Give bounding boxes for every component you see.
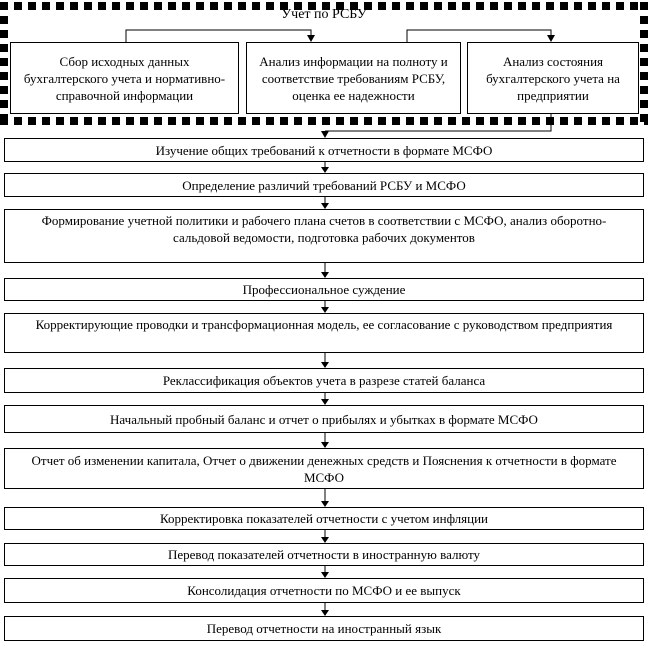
group-box-source-data: Сбор исходных данных бухгалтерского учет… [10,42,239,114]
group-title: Учет по РСБУ [281,7,367,22]
step-box-3: Формирование учетной политики и рабочего… [4,209,644,263]
group-dashed-border-top [0,2,648,10]
group-dashed-border-right [640,2,648,125]
arrowhead-group2 [307,35,315,42]
group-dashed-border-bottom [0,117,648,125]
step-box-8: Отчет об изменении капитала, Отчет о дви… [4,448,644,489]
step-box-7: Начальный пробный баланс и отчет о прибы… [4,405,644,433]
step-box-12: Перевод отчетности на иностранный язык [4,616,644,641]
step-box-11: Консолидация отчетности по МСФО и ее вып… [4,578,644,603]
step-box-6: Реклассификация объектов учета в разрезе… [4,368,644,393]
connector-group2-to-group3 [406,29,552,42]
step-box-10: Перевод показателей отчетности в иностра… [4,543,644,566]
step-box-1: Изучение общих требований к отчетности в… [4,138,644,162]
group-dashed-border-left [0,2,8,125]
step-box-2: Определение различий требований РСБУ и М… [4,173,644,197]
arrowhead-step1 [321,131,329,138]
group-box-accounting-state: Анализ состояния бухгалтерского учета на… [467,42,639,114]
group-box-info-analysis: Анализ информации на полноту и соответст… [246,42,461,114]
connector-group1-to-group2 [125,29,312,42]
step-box-5: Корректирующие проводки и трансформацион… [4,313,644,353]
arrowhead-group3 [547,35,555,42]
step-box-9: Корректировка показателей отчетности с у… [4,507,644,530]
step-box-4: Профессиональное суждение [4,278,644,301]
